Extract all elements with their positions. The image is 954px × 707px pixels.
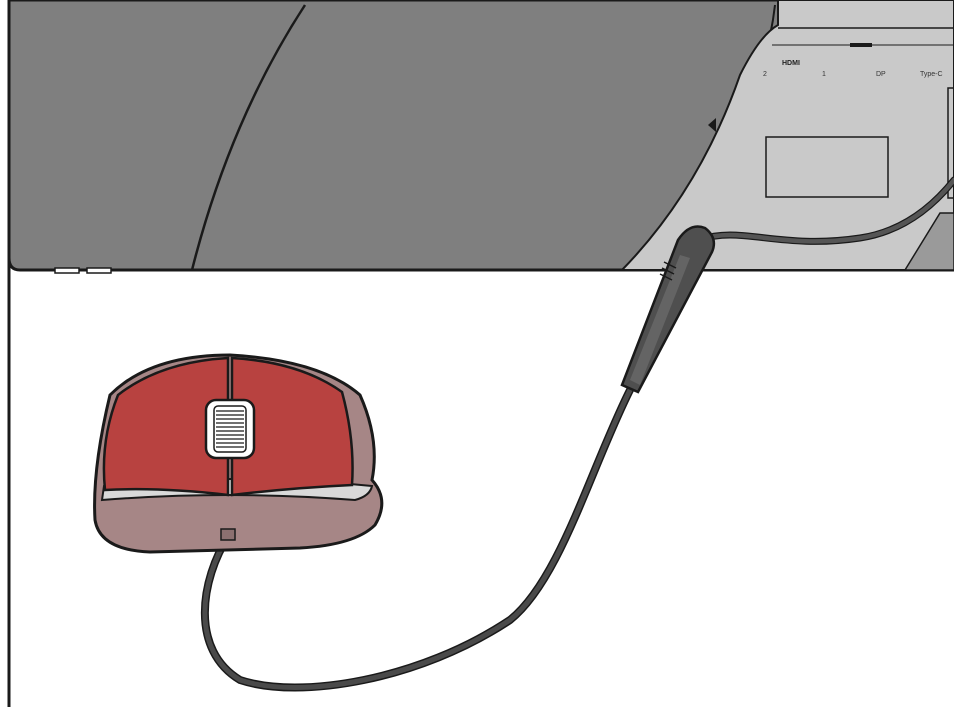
port-box-right	[947, 87, 954, 199]
usb-plug	[620, 225, 716, 394]
cable-inside-monitor-fill	[697, 177, 954, 244]
scroll-wheel-ribs	[216, 410, 244, 448]
usb-plug-grip-1	[663, 261, 677, 269]
dp-label: DP	[876, 71, 886, 78]
hdmi-2-label: 2	[763, 71, 767, 78]
mouse-cable-port	[220, 528, 236, 541]
usb-plug-grip-2	[661, 267, 675, 275]
hdmi-label: HDMI	[782, 60, 800, 67]
hdmi-1-label: 1	[822, 71, 826, 78]
mouse-scroll-wheel	[213, 405, 247, 453]
mouse-left-button	[102, 356, 230, 497]
monitor-foot-1	[54, 267, 80, 274]
mouse	[93, 353, 384, 554]
port-opening	[903, 212, 954, 271]
mouse-right-button	[230, 356, 354, 497]
usb-plug-grip-3	[659, 273, 673, 281]
port-panel	[619, 0, 954, 271]
port-slot-indicator	[850, 43, 872, 47]
panel-notch	[708, 118, 716, 132]
port-box-center	[765, 136, 889, 198]
usb-plug-highlight	[630, 255, 690, 385]
monitor-underside: HDMI 2 1 DP Type-C	[7, 0, 954, 274]
mouse-cable-fill	[202, 387, 633, 690]
monitor-foot-2	[86, 267, 112, 274]
type-c-label: Type-C	[920, 71, 943, 78]
monitor-seam-1	[190, 4, 307, 271]
